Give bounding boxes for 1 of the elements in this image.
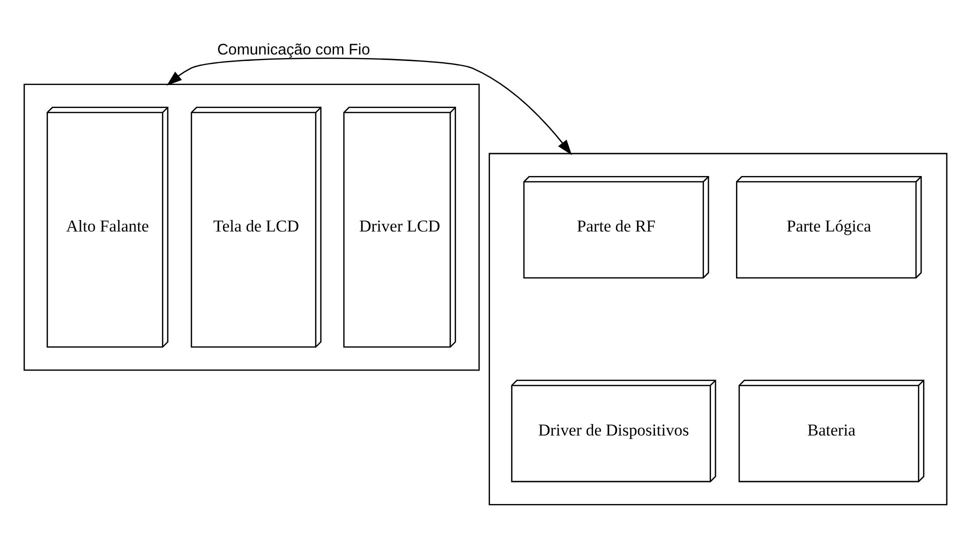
edge-label: Comunicação com Fio	[217, 40, 370, 58]
